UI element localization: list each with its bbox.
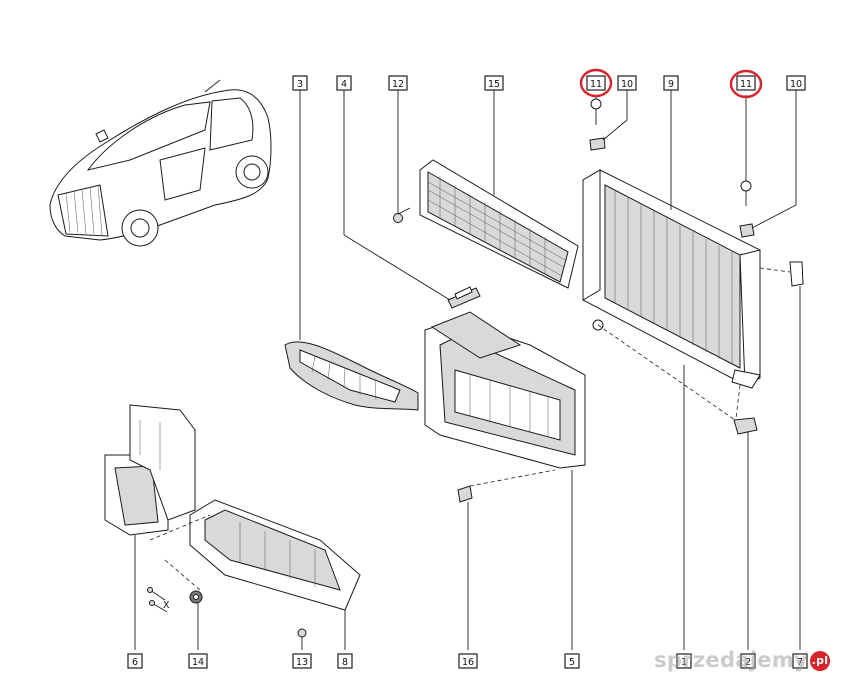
highlight-circle-left [579,68,613,98]
site-watermark: sprzedajemy.pl [654,648,830,672]
svg-text:14: 14 [192,657,204,668]
svg-text:3: 3 [297,79,303,90]
callout-11-left: 11 [579,68,613,98]
svg-text:11: 11 [740,79,752,90]
watermark-badge: .pl [810,651,830,671]
part-12-clip [393,207,411,223]
svg-text:15: 15 [488,79,500,90]
part-8-lower-duct [189,499,361,611]
svg-text:16: 16 [462,657,474,668]
callout-10-left: 10 [617,75,637,91]
part-10-clip-a [589,137,606,151]
svg-text:5: 5 [569,657,575,668]
callout-16: 16 [458,653,478,669]
callout-2: 2 [740,653,756,669]
svg-text:13: 13 [296,657,308,668]
svg-text:10: 10 [790,79,802,90]
screws-x-pair [147,587,168,613]
part-9-radiator [582,169,761,389]
part-15-mesh-screen [419,159,579,289]
callout-3: 3 [292,75,308,91]
leader-lines [134,90,801,650]
callout-13: 13 [292,653,312,669]
part-5-front-carrier [424,311,586,469]
svg-text:7: 7 [797,657,803,668]
x-mark-label: X [163,600,170,611]
part-4-bracket [447,286,481,309]
part-7-bracket [789,261,804,287]
callout-9: 9 [663,75,679,91]
svg-text:8: 8 [342,657,348,668]
svg-text:9: 9 [668,79,674,90]
svg-text:6: 6 [132,657,138,668]
highlight-circle-right [729,69,763,99]
part-6-air-duct [104,404,196,536]
svg-text:4: 4 [341,79,347,90]
part-16-clip [457,485,473,503]
part-2-mount [733,417,758,435]
callout-10-right: 10 [786,75,806,91]
svg-text:10: 10 [621,79,633,90]
part-13-screw [297,628,307,638]
callout-4: 4 [336,75,352,91]
svg-text:1: 1 [681,657,687,668]
callout-15: 15 [484,75,504,91]
callout-11-right: 11 [729,69,763,99]
part-3-air-deflector [284,341,419,411]
part-11-screw-b [740,180,752,206]
svg-text:12: 12 [392,79,404,90]
svg-text:11: 11 [590,79,602,90]
callout-1: 1 [676,653,692,669]
callout-7: 7 [792,653,808,669]
car-illustration [49,79,272,247]
callout-6: 6 [127,653,143,669]
part-14-nut [189,590,203,604]
callout-14: 14 [188,653,208,669]
watermark-text: sprzedajemy [654,648,808,672]
callout-8: 8 [337,653,353,669]
part-10-clip-b [739,223,755,238]
callout-12: 12 [388,75,408,91]
part-11-screw-a [590,98,602,125]
callout-5: 5 [564,653,580,669]
svg-text:2: 2 [745,657,751,668]
